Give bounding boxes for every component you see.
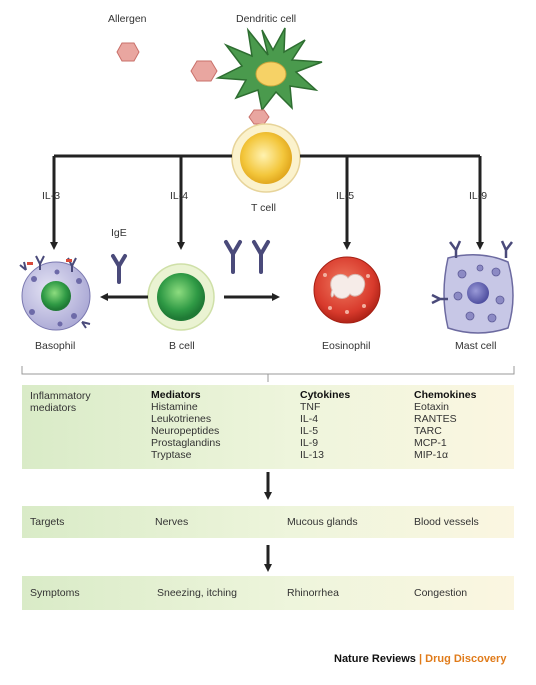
list-item: Tryptase	[151, 449, 192, 461]
journal-credit: Nature Reviews | Drug Discovery	[334, 653, 506, 665]
t-cell	[231, 123, 301, 193]
list-item: Neuropeptides	[151, 425, 220, 437]
list-item: IL-5	[300, 425, 319, 437]
basophil-label: Basophil	[35, 340, 76, 352]
symptoms-band-title: Symptoms	[30, 587, 80, 599]
list-item: Eotaxin	[414, 401, 450, 413]
ige-label: IgE	[111, 227, 127, 239]
journal-section: Drug Discovery	[425, 653, 507, 665]
credit-separator: |	[415, 653, 426, 665]
b-cell	[147, 263, 215, 331]
list-item: Prostaglandins	[151, 437, 221, 449]
b-cell-label: B cell	[169, 340, 195, 352]
list-item: IL-4	[300, 413, 319, 425]
mast-cell-label: Mast cell	[455, 340, 497, 352]
dendritic-cell	[215, 27, 323, 112]
il4-label: IL-4	[170, 190, 189, 202]
targets-band-title: Targets	[30, 516, 65, 528]
list-item: MCP-1	[414, 437, 447, 449]
presented-allergen	[248, 109, 270, 125]
list-item: Leukotrienes	[151, 413, 212, 425]
cytokines-column: Cytokines TNF IL-4 IL-5 IL-9 IL-13	[300, 389, 350, 461]
mediators-band: Inflammatory mediators Mediators Histami…	[22, 385, 514, 469]
column-header: Chemokines	[414, 389, 477, 401]
list-item: RANTES	[414, 413, 457, 425]
target-item: Nerves	[155, 516, 189, 528]
mediators-column: Mediators Histamine Leukotrienes Neurope…	[151, 389, 220, 461]
symptom-item: Sneezing, itching	[157, 587, 237, 599]
dendritic-cell-label: Dendritic cell	[236, 13, 297, 25]
column-header: Mediators	[151, 389, 201, 401]
mast-cell	[431, 240, 514, 334]
list-item: TNF	[300, 401, 321, 413]
target-item: Mucous glands	[287, 516, 358, 528]
symptoms-band: Symptoms Sneezing, itching Rhinorrhea Co…	[22, 576, 514, 610]
list-item: IL-13	[300, 449, 324, 461]
ige-antibodies	[111, 240, 270, 284]
il5-label: IL-5	[336, 190, 355, 202]
basophil-cell	[19, 255, 91, 331]
list-item: Histamine	[151, 401, 198, 413]
journal-name: Nature Reviews	[334, 653, 416, 665]
chemokines-column: Chemokines Eotaxin RANTES TARC MCP-1 MIP…	[414, 389, 476, 461]
mediators-band-title: Inflammatory mediators	[30, 390, 91, 414]
cells-bracket	[21, 366, 515, 382]
list-item: IL-9	[300, 437, 319, 449]
targets-band: Targets Nerves Mucous glands Blood vesse…	[22, 506, 514, 538]
il9-label: IL-9	[469, 190, 488, 202]
column-header: Cytokines	[300, 389, 351, 401]
eosinophil-label: Eosinophil	[322, 340, 371, 352]
t-cell-label: T cell	[251, 202, 276, 214]
eosinophil-cell	[313, 256, 381, 324]
list-item: TARC	[414, 425, 442, 437]
allergen-hexagon	[116, 42, 140, 62]
allergen-hexagon-bound	[190, 60, 218, 82]
target-item: Blood vessels	[414, 516, 479, 528]
allergen-label: Allergen	[108, 13, 147, 25]
symptom-item: Congestion	[414, 587, 468, 599]
symptom-item: Rhinorrhea	[287, 587, 339, 599]
cytokine-bracket	[50, 154, 484, 250]
il3-label: IL-3	[42, 190, 61, 202]
list-item: MIP-1α	[414, 449, 449, 461]
